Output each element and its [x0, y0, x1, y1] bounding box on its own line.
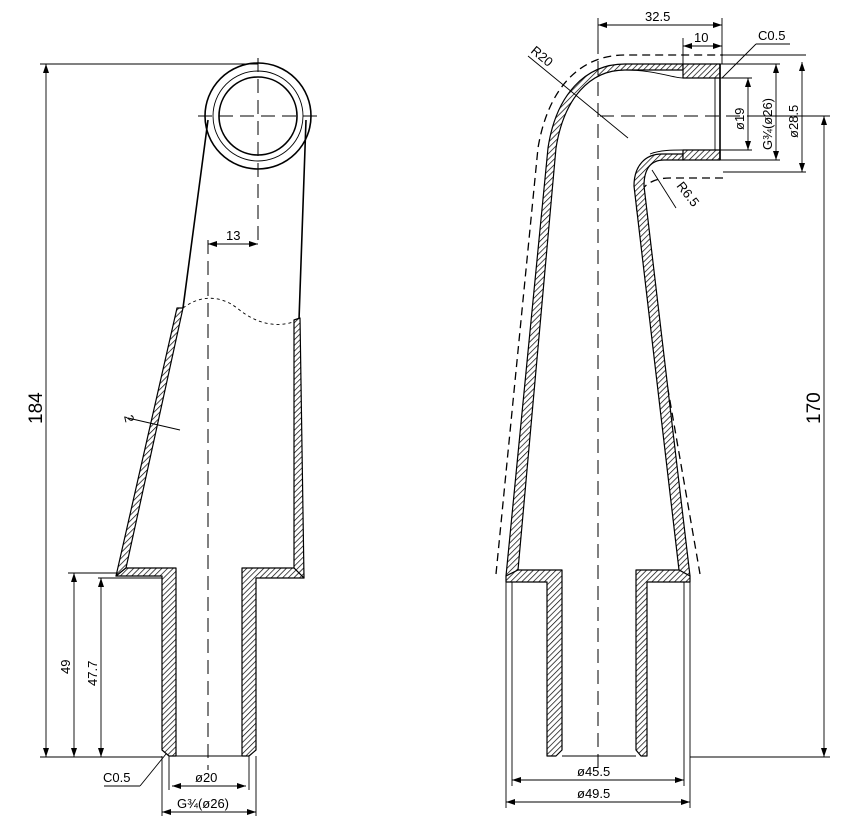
dim-right-width: 32.5 — [645, 9, 670, 24]
left-body-upper-outline — [182, 119, 307, 321]
right-wall-right — [633, 153, 691, 577]
dim-left-chamfer: C0.5 — [103, 770, 130, 785]
dim-right-base-outer: ø49.5 — [577, 786, 610, 801]
right-shoulder-left — [505, 569, 563, 757]
left-shoulder-right — [241, 567, 305, 757]
dim-right-outlet: 10 — [694, 30, 708, 45]
left-wall-left — [115, 307, 184, 577]
dim-left-thread: G¾(ø26) — [177, 796, 229, 811]
dim-left-inner: 47.7 — [85, 661, 100, 686]
dim-left-wall: 2 — [121, 413, 137, 423]
left-wall-right — [293, 317, 305, 579]
dim-right-outlet-outer: ø28.5 — [786, 105, 801, 138]
right-outlet-lower — [682, 149, 721, 161]
dim-right-radius-bend: R20 — [528, 43, 556, 70]
dim-right-chamfer: C0.5 — [758, 28, 785, 43]
right-envelope — [495, 54, 723, 575]
left-view: 13 184 49 47.7 2 C0.5 ø20 G¾(ø26) — [26, 58, 320, 816]
dim-left-shank: 49 — [58, 660, 73, 674]
dim-right-radius-inner: R6.5 — [674, 179, 703, 210]
left-break-line — [182, 297, 300, 325]
right-shoulder-right — [635, 569, 691, 757]
left-shoulder-left — [115, 567, 177, 757]
dim-left-inner-dia: ø20 — [195, 770, 217, 785]
dim-left-total: 184 — [26, 392, 47, 424]
dim-right-height: 170 — [804, 392, 825, 424]
dim-right-base-inner: ø45.5 — [577, 764, 610, 779]
dim-left-offset: 13 — [226, 228, 240, 243]
right-outlet-upper — [682, 63, 721, 79]
right-view: 32.5 10 C0.5 ø19 G¾(ø26) ø28.5 170 R20 — [495, 9, 830, 808]
dim-right-outlet-thread: G¾(ø26) — [760, 98, 775, 150]
dim-right-outlet-inner: ø19 — [732, 108, 747, 130]
